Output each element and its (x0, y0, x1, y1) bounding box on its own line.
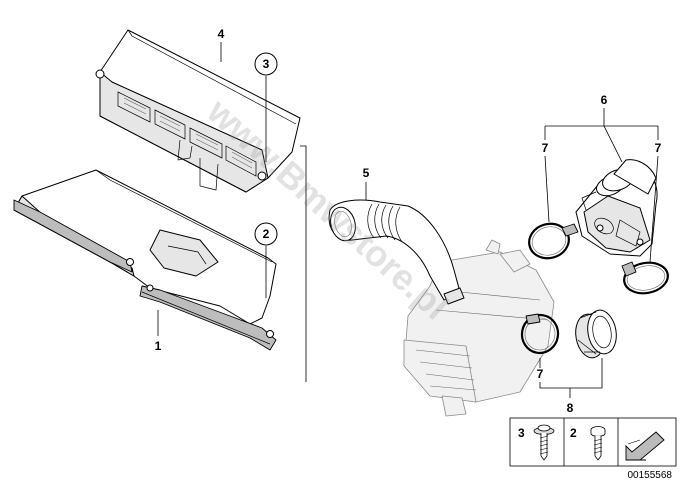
part-number-3: 3 (263, 57, 270, 71)
screw-icon (590, 426, 606, 461)
part-number-4: 4 (218, 27, 225, 41)
part-seal-ring (575, 309, 617, 359)
part-hose-clamp-lower (520, 313, 560, 355)
part-hose-clamp-right (621, 261, 669, 295)
leader-lines (157, 42, 659, 398)
part-number-8: 8 (567, 401, 574, 415)
direction-arrow-icon (625, 431, 665, 461)
part-number-2-circle (254, 222, 278, 246)
part-number-1: 1 (155, 339, 162, 353)
part-number-7-left: 7 (542, 141, 549, 155)
part-hose-clamp-upper (528, 222, 579, 260)
part-number-7-lower: 7 (537, 367, 544, 381)
part-intake-hose (328, 199, 465, 305)
legend-number-2: 2 (570, 426, 577, 440)
part-number-7-right: 7 (655, 141, 662, 155)
fastener-legend: 3 2 (509, 417, 677, 467)
legend-number-3: 3 (518, 426, 525, 440)
document-number: 00155568 (628, 470, 673, 481)
part-number-3-circle (254, 52, 278, 76)
part-lower-partition-panel (13, 169, 277, 351)
part-number-6: 6 (601, 93, 608, 107)
screw-with-washer-icon (533, 424, 555, 461)
part-number-2: 2 (263, 227, 270, 241)
part-upper-cowl-cover (95, 29, 301, 193)
part-number-labels: 4 3 2 1 5 6 7 7 7 8 (155, 27, 662, 415)
part-air-duct-connector (575, 159, 658, 257)
part-number-5: 5 (363, 166, 370, 180)
